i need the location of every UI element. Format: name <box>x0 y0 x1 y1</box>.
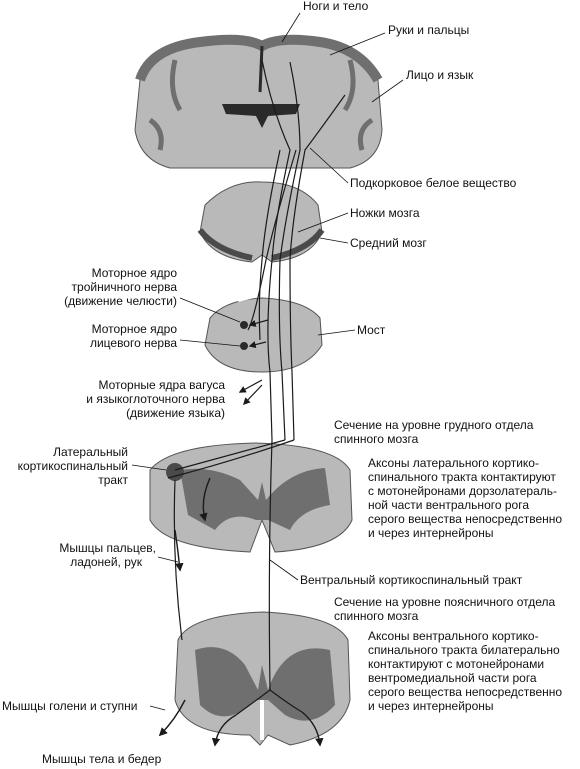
label-thoracic-2: спинного мозга <box>334 432 419 446</box>
cortex-gray-rim <box>135 34 383 83</box>
fiber-lateral-cross <box>174 439 286 471</box>
trunk-arrow-right <box>301 711 324 747</box>
facial-nucleus <box>240 342 248 350</box>
trigeminal-arrow <box>248 319 269 327</box>
leader-finger-muscles <box>157 556 179 563</box>
label-leg-muscles: Мышцы голени и ступни <box>2 699 137 713</box>
leader-subcortical <box>309 147 349 184</box>
label-subcortical-white: Подкорковое белое вещество <box>350 176 517 190</box>
label-finger-muscles-2: ладоней, рук <box>70 555 143 569</box>
pons-section <box>204 289 323 373</box>
cortex-sulcus-right <box>342 59 374 151</box>
label-thoracic-1: Сечение на уровне грудного отдела <box>334 418 534 432</box>
fiber-arms <box>278 61 301 441</box>
midbrain-shape <box>199 181 323 263</box>
label-cerebral-peduncles: Ножки мозга <box>350 206 420 220</box>
arm-muscle-arrow-2 <box>174 529 184 572</box>
fiber-ventral-descent <box>268 439 273 691</box>
fiber-lateral-descent <box>173 479 183 641</box>
label-finger-muscles-1: Мышцы пальцев, <box>59 541 156 555</box>
fiber-ventral-bilateral-l <box>235 689 271 716</box>
fiber-legs <box>261 59 291 441</box>
label-midbrain: Средний мозг <box>350 236 427 250</box>
thoracic-gray-matter <box>180 468 330 530</box>
label-trigeminal-1: Моторное ядро <box>92 266 178 280</box>
label-lateral-axons-3: с мотонейронами дорзолатераль- <box>368 484 557 498</box>
fiber-lateral-cross-2 <box>167 439 295 479</box>
cortex-sulcus-left <box>148 59 183 151</box>
thoracic-cord-section <box>149 442 353 553</box>
cortex-section <box>134 34 383 169</box>
label-vagus-1: Моторные ядра вагуса <box>98 378 225 392</box>
leader-lateral-tract <box>131 464 167 471</box>
label-trigeminal-2: тройничного нерва <box>72 280 178 294</box>
label-ventral-axons-2: спинального тракта билатерально <box>368 643 560 657</box>
label-lateral-axons-4: ной части вентрального рога <box>368 498 529 512</box>
fiber-ventral-bilateral-r <box>269 689 303 713</box>
leader-ventral-tract <box>269 559 299 581</box>
label-ventral-axons-3: контактируют с мотонейронами <box>368 657 544 671</box>
label-trunk-muscles: Мышцы тела и бедер <box>42 752 162 766</box>
label-arms-fingers: Руки и пальцы <box>388 23 469 37</box>
labels: Ноги и тело Руки и пальцы Лицо и язык По… <box>2 0 562 766</box>
thoracic-lateral-tract <box>166 463 184 481</box>
motor-output-arrows <box>158 477 324 747</box>
leader-peduncles <box>297 212 349 233</box>
facial-arrow <box>248 341 267 349</box>
label-facial-1: Моторное ядро <box>92 322 178 336</box>
cortex-midline-fissure <box>258 45 264 93</box>
label-lateral-axons-6: и через интернейроны <box>368 526 494 540</box>
trunk-arrow-left <box>211 714 237 747</box>
label-trigeminal-3: (движение челюсти) <box>64 294 177 308</box>
fiber-bundle-2 <box>247 149 297 331</box>
lumbar-gray-matter <box>195 647 335 721</box>
leader-facial <box>179 339 241 347</box>
label-lumbar-2: спинного мозга <box>334 609 419 623</box>
label-lateral-axons-1: Аксоны латерального кортико- <box>368 456 539 470</box>
label-lateral-axons-2: спинального тракта контактируют <box>368 470 556 484</box>
midbrain-peduncle-band <box>197 228 325 261</box>
leader-leg-muscles <box>149 705 166 711</box>
label-pons: Мост <box>357 323 386 337</box>
pons-shape <box>204 297 323 373</box>
label-ventral-axons-1: Аксоны вентрального кортико- <box>368 629 539 643</box>
trigeminal-nucleus <box>240 321 248 329</box>
label-lateral-tract-1: Латеральный <box>53 445 128 459</box>
leader-legs <box>281 12 301 43</box>
vagus-arrow-1 <box>238 379 263 393</box>
leader-lines <box>131 12 404 711</box>
label-facial-2: лицевого нерва <box>90 336 177 350</box>
fiber-bundle-1 <box>258 149 281 341</box>
label-ventral-tract: Вентральный кортикоспинальный тракт <box>300 573 523 587</box>
cortex-white-matter <box>134 39 383 169</box>
leader-arms <box>329 32 386 56</box>
label-vagus-2: и языкоглоточного нерва <box>86 392 225 406</box>
label-lumbar-1: Сечение на уровне поясничного отдела <box>334 595 556 609</box>
label-ventral-axons-4: вентромедиальной части рога <box>368 671 537 685</box>
leg-muscle-arrow <box>158 699 186 737</box>
leader-midbrain <box>319 237 349 244</box>
label-legs-trunk: Ноги и тело <box>303 0 369 13</box>
cortex-ventricle <box>222 104 300 128</box>
leader-face <box>371 79 404 103</box>
label-ventral-axons-6: и через интернейроны <box>368 699 494 713</box>
label-lateral-tract-2: кортикоспинальный <box>18 459 128 473</box>
label-lateral-tract-3: тракт <box>98 473 128 487</box>
corticospinal-fibers <box>167 59 346 716</box>
fiber-face <box>289 94 346 441</box>
leader-pons <box>317 329 356 336</box>
leader-trigeminal <box>179 297 241 323</box>
label-lateral-axons-5: серого вещества непосредственно <box>368 512 562 526</box>
lumbar-cord-section <box>174 611 351 746</box>
arm-muscle-arrow-1 <box>199 477 211 522</box>
vagus-arrow-2 <box>243 384 263 406</box>
label-face-tongue: Лицо и язык <box>406 68 474 82</box>
nucleus-arrows <box>238 319 269 406</box>
label-ventral-axons-5: серого вещества непосредственно <box>368 685 562 699</box>
label-vagus-3: (движение языка) <box>126 406 225 420</box>
midbrain-section <box>197 181 325 263</box>
